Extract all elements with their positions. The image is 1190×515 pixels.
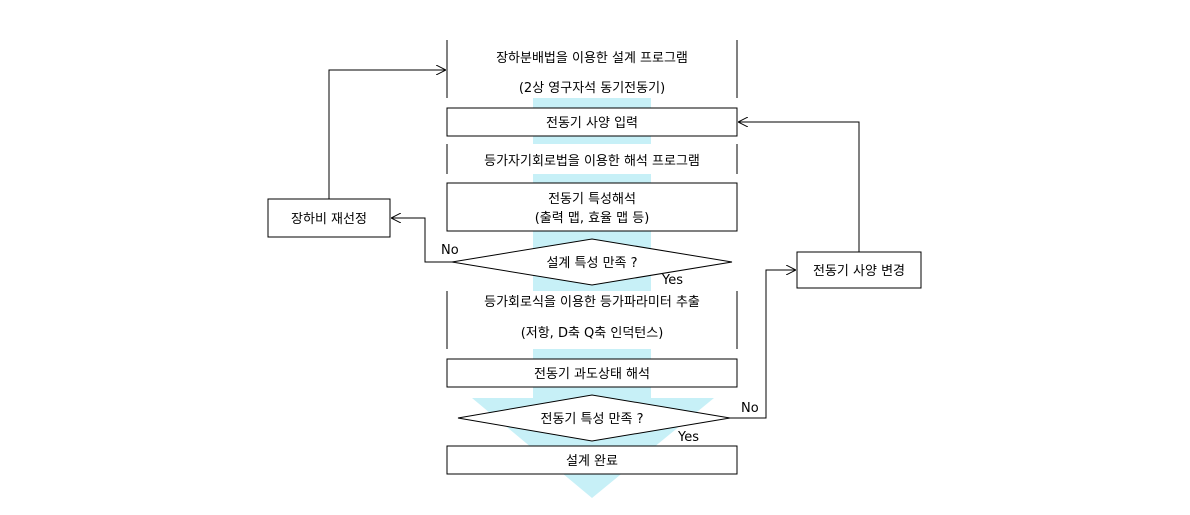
decision-2-yes-label: Yes: [677, 430, 699, 445]
decision-1-label: 설계 특성 만족 ?: [546, 256, 637, 271]
ratio-reselect-box: [267, 198, 391, 238]
spec-input-label: 전동기 사양 입력: [546, 116, 638, 131]
edge-d1-no-to-reselect: [392, 218, 452, 263]
decision-1-diamond: [451, 238, 733, 286]
decision-2-no-label: No: [741, 401, 759, 416]
decision-1-no-label: No: [441, 243, 459, 258]
edge-d2-no-to-spec-change: [730, 270, 795, 419]
design-complete-box: [446, 445, 738, 475]
program-title-bg: [447, 40, 737, 98]
param-extraction-bg: [447, 291, 737, 349]
edge-reselect-to-program: [328, 70, 445, 199]
program-title-line1: 장하분배법을 이용한 설계 프로그램: [496, 51, 688, 66]
spec-change-box: [796, 251, 922, 289]
param-extraction-line2: (저항, D축 Q축 인덕턴스): [521, 326, 664, 341]
spec-input-box: [446, 107, 738, 137]
param-extraction-line1: 등가회로식을 이용한 등가파라미터 추출: [484, 295, 700, 310]
ratio-reselect-label: 장하비 재선정: [291, 212, 367, 227]
equiv-program-bg: [447, 144, 737, 174]
characteristic-analysis-box: [446, 182, 738, 232]
characteristic-analysis-line1: 전동기 특성해석: [548, 192, 636, 207]
decision-2-label: 전동기 특성 만족 ?: [540, 412, 643, 427]
decision-1-yes-label: Yes: [661, 273, 683, 288]
characteristic-analysis-line2: (출력 맵, 효율 맵 등): [535, 211, 650, 226]
transient-analysis-label: 전동기 과도상태 해석: [534, 367, 650, 382]
design-complete-label: 설계 완료: [566, 454, 618, 469]
edge-spec-change-to-input: [739, 122, 860, 252]
transient-analysis-box: [446, 358, 738, 388]
program-title-line2: (2상 영구자석 동기전동기): [519, 81, 665, 96]
spec-change-label: 전동기 사양 변경: [813, 264, 905, 279]
equiv-program-label: 등가자기회로법을 이용한 해석 프로그램: [484, 154, 700, 169]
